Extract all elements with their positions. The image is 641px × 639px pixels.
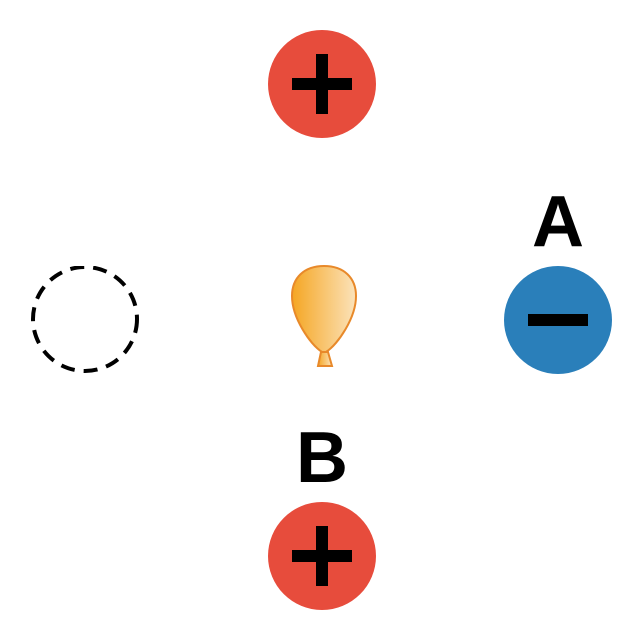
minus-icon xyxy=(504,266,612,374)
charge-label-a: A xyxy=(532,182,584,262)
bottom-positive-charge xyxy=(268,502,376,610)
top-positive-charge xyxy=(268,30,376,138)
charge-label-b: B xyxy=(296,418,348,498)
balloon-icon xyxy=(290,264,358,367)
right-negative-charge xyxy=(504,266,612,374)
plus-icon xyxy=(268,502,376,610)
plus-icon xyxy=(268,30,376,138)
dashed-circle-icon xyxy=(31,265,139,373)
balloon xyxy=(288,262,360,372)
empty-charge-slot xyxy=(30,265,140,376)
